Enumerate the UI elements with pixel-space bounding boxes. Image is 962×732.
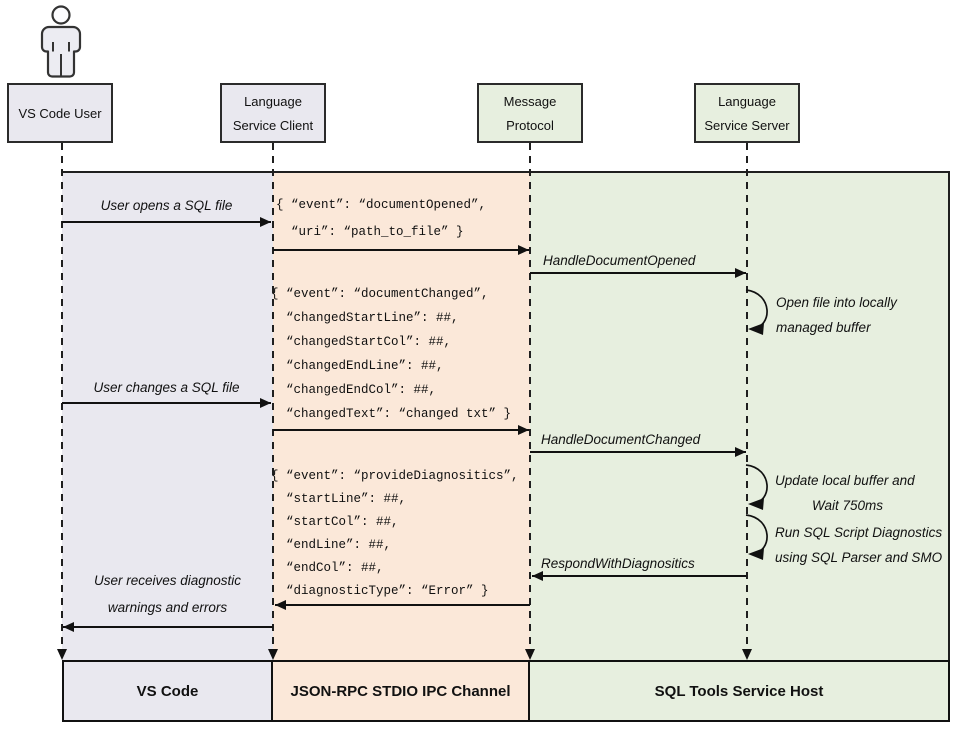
ipc-channel-lane: [273, 173, 530, 660]
footer-box-vscode: VS Code: [62, 660, 273, 722]
payload-line: “changedStartLine”: ##,: [271, 311, 459, 325]
arrow-document-opened: [273, 245, 529, 255]
loop-label-open-file-1: Open file into locally: [776, 295, 897, 310]
payload-line: “changedEndCol”: ##,: [271, 383, 437, 397]
payload-line: “endCol”: ##,: [271, 561, 384, 575]
actor-label: Service Client: [232, 117, 314, 133]
message-label-user-changes: User changes a SQL file: [93, 380, 240, 395]
payload-line: “startCol”: ##,: [271, 515, 399, 529]
message-label-respond-with-diagnostics: RespondWithDiagnositics: [541, 556, 695, 571]
footer-label: VS Code: [136, 682, 199, 700]
arrow-user-opens: [62, 217, 271, 227]
message-label-user-receives-1: User receives diagnostic: [93, 573, 242, 588]
footer-label: JSON-RPC STDIO IPC Channel: [290, 682, 511, 700]
server-lifeline: [746, 143, 748, 648]
arrow-handle-document-opened: [530, 268, 746, 278]
arrow-user-changes: [62, 398, 271, 408]
client-lifeline-end-arrow: [268, 649, 278, 660]
payload-document-changed: { “event”: “documentChanged”, “changedSt…: [271, 282, 511, 426]
self-loop-open-file: [745, 289, 768, 335]
actor-box-message-protocol: Message Protocol: [477, 83, 583, 143]
loop-label-open-file-2: managed buffer: [776, 320, 871, 335]
protocol-lifeline: [529, 143, 531, 648]
actor-label: Protocol: [506, 117, 554, 133]
payload-line: “diagnosticType”: “Error” }: [271, 584, 489, 598]
actor-box-language-service-client: Language Service Client: [220, 83, 326, 143]
arrow-document-changed: [273, 425, 529, 435]
payload-line: “changedText”: “changed txt” }: [271, 407, 512, 421]
payload-line: “uri”: “path_to_file” }: [276, 225, 464, 239]
footer-label: SQL Tools Service Host: [654, 682, 824, 700]
user-lifeline-end-arrow: [57, 649, 67, 660]
footer-box-service-host: SQL Tools Service Host: [528, 660, 950, 722]
footer-box-ipc-channel: JSON-RPC STDIO IPC Channel: [271, 660, 530, 722]
payload-line: { “event”: “provideDiagnositics”,: [271, 469, 519, 483]
message-label-handle-document-changed: HandleDocumentChanged: [541, 432, 701, 447]
user-lifeline: [61, 143, 63, 648]
arrow-handle-document-changed: [530, 447, 746, 457]
actor-box-vscode-user: VS Code User: [7, 83, 113, 143]
payload-document-opened: { “event”: “documentOpened”, “uri”: “pat…: [276, 192, 486, 246]
payload-line: “changedEndLine”: ##,: [271, 359, 444, 373]
payload-line: { “event”: “documentOpened”,: [276, 198, 487, 212]
server-lifeline-end-arrow: [742, 649, 752, 660]
payload-line: “changedStartCol”: ##,: [271, 335, 452, 349]
arrow-user-receives: [63, 622, 273, 632]
message-label-user-receives-2: warnings and errors: [107, 600, 228, 615]
actor-box-language-service-server: Language Service Server: [694, 83, 800, 143]
loop-label-run-diagnostics-1: Run SQL Script Diagnostics: [775, 525, 943, 540]
payload-line: { “event”: “documentChanged”,: [271, 287, 489, 301]
client-lifeline: [272, 143, 274, 648]
lane-top-border: [62, 171, 950, 173]
payload-line: “startLine”: ##,: [271, 492, 407, 506]
actor-label: Service Server: [704, 117, 790, 133]
actor-label: Message: [503, 93, 557, 109]
vscode-lane: [62, 173, 273, 660]
protocol-lifeline-end-arrow: [525, 649, 535, 660]
arrow-respond-with-diagnostics: [532, 571, 746, 581]
loop-label-update-buffer-1: Update local buffer and: [775, 473, 915, 488]
payload-provide-diagnostics: { “event”: “provideDiagnositics”, “start…: [271, 465, 519, 603]
message-label-handle-document-opened: HandleDocumentOpened: [543, 253, 696, 268]
loop-label-update-buffer-2: Wait 750ms: [812, 498, 884, 513]
actor-label: Language: [244, 93, 302, 109]
loop-label-run-diagnostics-2: using SQL Parser and SMO: [775, 550, 943, 565]
service-host-lane: [530, 173, 950, 660]
actor-label: Language: [718, 93, 776, 109]
self-loop-run-diagnostics: [745, 514, 768, 560]
actor-label: VS Code User: [18, 105, 102, 121]
self-loop-update-buffer: [745, 464, 768, 510]
payload-line: “endLine”: ##,: [271, 538, 392, 552]
user-actor-icon: [40, 5, 82, 78]
message-label-user-opens: User opens a SQL file: [100, 198, 233, 213]
arrow-diagnostics-to-client: [275, 600, 530, 610]
